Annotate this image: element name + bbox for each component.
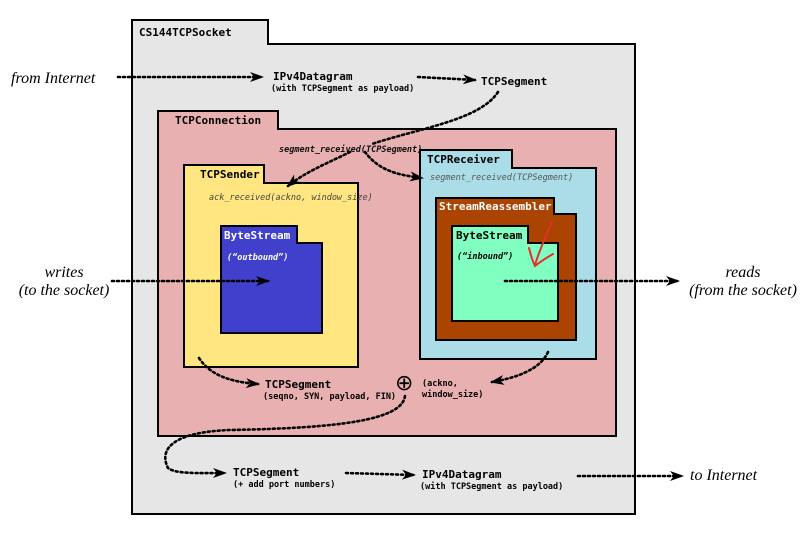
connection-title: TCPConnection — [175, 114, 262, 127]
receiver-box-top — [511, 167, 597, 169]
socket-box-top — [267, 43, 636, 45]
reassembler-title: StreamReassembler — [439, 200, 552, 213]
reads-line1: reads — [725, 264, 761, 281]
connection-tab — [157, 110, 279, 130]
ackno-line1: (ackno, — [422, 379, 458, 389]
outbound-tab — [220, 225, 298, 244]
out-segment-sub: (seqno, SYN, payload, FIN) — [263, 392, 397, 402]
outbound-box-top — [296, 242, 323, 244]
inbound-box-top — [527, 242, 559, 244]
writes-line1: writes — [44, 264, 84, 281]
writes-line2: (to the socket) — [18, 282, 110, 299]
receiver-method: segment_received(TCPSegment) — [430, 173, 574, 183]
writes-label: writes (to the socket) — [3, 264, 125, 300]
to-internet-label: to Internet — [690, 467, 758, 484]
receiver-title: TCPReceiver — [427, 153, 500, 166]
inbound-tab — [451, 225, 529, 244]
reassembler-box-top — [553, 213, 577, 215]
plus-icon: ⊕ — [395, 371, 414, 396]
out-datagram-label: IPv4Datagram — [422, 468, 502, 481]
inbound-label: (“inbound”) — [457, 252, 514, 262]
outbound-box — [220, 242, 323, 334]
final-segment-label: TCPSegment — [233, 466, 300, 479]
segment-received-label: segment_received(TCPSegment) — [279, 145, 423, 155]
outbound-title: ByteStream — [224, 229, 291, 242]
in-segment-label: TCPSegment — [481, 75, 548, 88]
reads-line2: (from the socket) — [689, 282, 797, 299]
from-internet-label: from Internet — [11, 70, 96, 87]
socket-title: CS144TCPSocket — [139, 26, 232, 39]
in-datagram-sub: (with TCPSegment as payload) — [271, 84, 415, 94]
final-segment-sub: (+ add port numbers) — [233, 480, 336, 490]
ackno-line2: window_size) — [422, 390, 484, 400]
sender-tab — [183, 164, 265, 184]
reads-label: reads (from the socket) — [680, 264, 806, 300]
inbound-title: ByteStream — [456, 229, 523, 242]
sender-title: TCPSender — [200, 168, 260, 181]
out-datagram-sub: (with TCPSegment as payload) — [420, 482, 564, 492]
socket-tab — [131, 19, 269, 45]
outbound-label: (“outbound”) — [227, 253, 289, 263]
out-segment-label: TCPSegment — [265, 378, 332, 391]
in-datagram-label: IPv4Datagram — [273, 70, 353, 83]
ackno-label: (ackno, window_size) — [422, 379, 483, 401]
sender-method: ack_received(ackno, window_size) — [209, 193, 373, 203]
sender-box-top — [263, 182, 359, 184]
reassembler-tab — [435, 197, 555, 215]
connection-box-top — [277, 128, 617, 130]
